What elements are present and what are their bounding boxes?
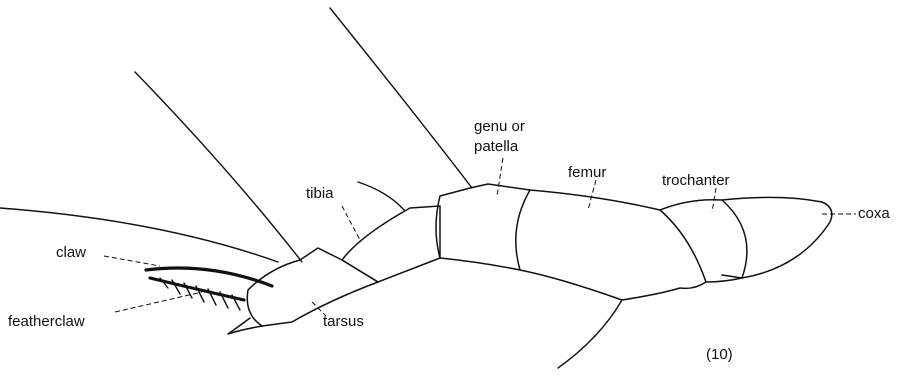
trochanter-segment xyxy=(660,200,747,282)
tibia-segment xyxy=(342,206,440,282)
label-patella: patella xyxy=(474,138,518,155)
label-femur: femur xyxy=(568,164,606,181)
seta-ventral xyxy=(558,300,622,368)
figure-number: (10) xyxy=(706,346,733,363)
seta-left-horizontal xyxy=(0,208,278,262)
seta-tibia xyxy=(358,182,404,210)
seta-long-upper xyxy=(330,8,472,188)
leader-featherclaw xyxy=(115,292,202,312)
label-featherclaw: featherclaw xyxy=(8,313,85,330)
leader-genu xyxy=(497,158,503,196)
coxa-segment xyxy=(722,197,832,278)
leader-femur xyxy=(588,180,596,210)
genu-segment xyxy=(436,184,530,270)
label-genu: genu or xyxy=(474,118,525,135)
seta-long-middle xyxy=(135,72,302,262)
femur-segment xyxy=(520,190,706,300)
leader-claw xyxy=(104,256,160,266)
label-coxa: coxa xyxy=(858,205,890,222)
label-tarsus: tarsus xyxy=(323,313,364,330)
label-trochanter: trochanter xyxy=(662,172,730,189)
tarsus-tip xyxy=(228,318,262,334)
leader-tibia xyxy=(342,206,360,240)
label-tibia: tibia xyxy=(306,185,334,202)
label-claw: claw xyxy=(56,244,86,261)
